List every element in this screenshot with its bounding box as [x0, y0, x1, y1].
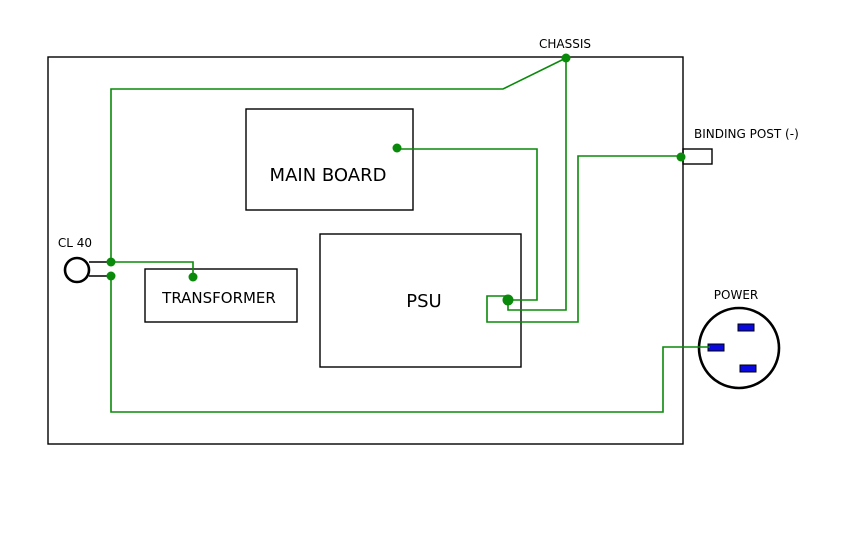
wire-cl40-to-power	[110, 276, 710, 413]
power-label: POWER	[714, 288, 758, 302]
wire-cl40-to-transformer	[111, 261, 194, 277]
power-prong-bottom	[739, 364, 757, 373]
chassis-node	[561, 53, 571, 63]
chassis-enclosure	[47, 56, 684, 445]
chassis-label: CHASSIS	[539, 37, 591, 51]
main-board-box	[245, 108, 414, 211]
transformer-node	[188, 272, 198, 282]
cl40-label: CL 40	[58, 236, 92, 250]
psu-label: PSU	[406, 291, 441, 312]
wire-mainboard-to-psu	[397, 148, 538, 301]
power-prong-left	[707, 343, 725, 352]
cl40-bottom-node	[106, 271, 116, 281]
power-prong-top	[737, 323, 755, 332]
transformer-label: TRANSFORMER	[161, 289, 276, 307]
main-board-node	[392, 143, 402, 153]
wire-chassis-to-cl40	[110, 57, 567, 262]
transformer-box	[144, 268, 298, 323]
psu-node	[502, 294, 514, 306]
binding-post-node	[676, 152, 686, 162]
main-board-label: MAIN BOARD	[270, 165, 387, 186]
cl40-thermistor	[63, 256, 91, 284]
binding-post	[682, 148, 713, 165]
binding-post-label: BINDING POST (-)	[694, 127, 799, 141]
power-inlet	[697, 306, 781, 390]
cl40-top-node	[106, 257, 116, 267]
wire-binding-post-to-psu	[486, 155, 681, 323]
